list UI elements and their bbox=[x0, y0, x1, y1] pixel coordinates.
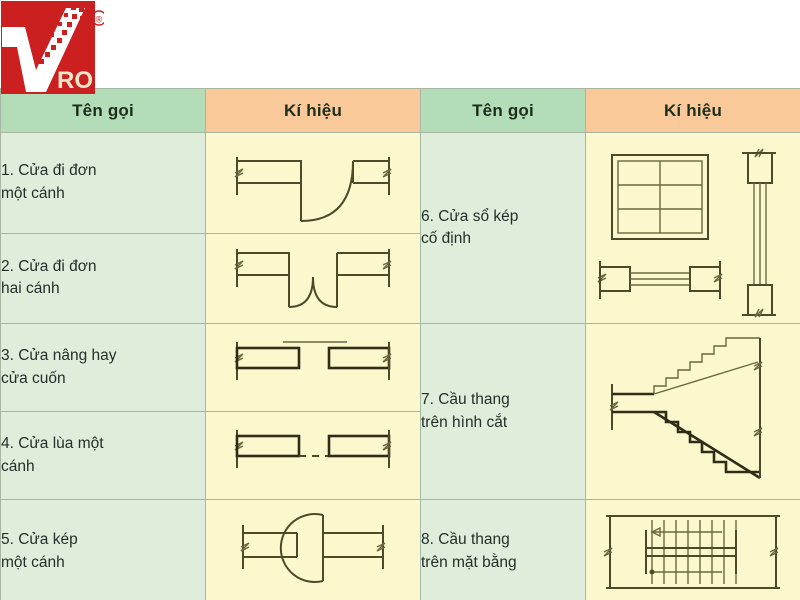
table-header-row: Tên gọi Kí hiệu Tên gọi Kí hiệu bbox=[0, 88, 800, 133]
table-row: 4. Cửa lùa một cánh bbox=[0, 411, 800, 500]
header-name-left: Tên gọi bbox=[0, 88, 206, 133]
table-row: 3. Cửa nâng hay cửa cuốn 7. Cầu thang tr… bbox=[0, 323, 800, 500]
row-label-3: 3. Cửa nâng hay cửa cuốn bbox=[0, 323, 206, 412]
fixed-double-window-icon bbox=[597, 148, 776, 318]
single-swing-door-icon bbox=[234, 156, 392, 222]
rolling-door-icon bbox=[234, 340, 392, 380]
row-symbol-4-sliding-door bbox=[205, 411, 421, 500]
logo-text: RO bbox=[57, 67, 93, 94]
row-symbol-5-double-acting-door bbox=[205, 499, 421, 600]
row-symbol-7-stair-section bbox=[585, 323, 800, 500]
row-label-7: 7. Cầu thang trên hình cắt bbox=[420, 323, 586, 500]
row-label-8: 8. Cầu thang trên mặt bằng bbox=[420, 499, 586, 600]
header-name-right: Tên gọi bbox=[420, 88, 586, 133]
row-symbol-8-stair-plan bbox=[585, 499, 800, 600]
architectural-symbols-table: Tên gọi Kí hiệu Tên gọi Kí hiệu 1. Cửa đ… bbox=[0, 88, 800, 600]
row-label-2: 2. Cửa đi đơn hai cánh bbox=[0, 232, 206, 325]
sliding-door-icon bbox=[234, 429, 392, 468]
double-swing-door-icon bbox=[234, 249, 392, 309]
row-symbol-2-double-swing-door bbox=[205, 232, 421, 325]
stair-plan-icon bbox=[603, 514, 780, 589]
stair-section-icon bbox=[609, 336, 763, 479]
row-label-6: 6. Cửa sổ kép cố định bbox=[420, 132, 586, 324]
table-row: 2. Cửa đi đơn hai cánh bbox=[0, 232, 800, 325]
registered-mark: ® bbox=[96, 15, 103, 25]
row-label-4: 4. Cửa lùa một cánh bbox=[0, 411, 206, 500]
table-row: 1. Cửa đi đơn một cánh bbox=[0, 132, 800, 324]
header-symbol-left: Kí hiệu bbox=[205, 88, 421, 133]
header-symbol-right: Kí hiệu bbox=[585, 88, 800, 133]
row-symbol-1-single-swing-door bbox=[205, 132, 421, 234]
vro-logo: RO ® bbox=[0, 0, 104, 98]
row-label-5: 5. Cửa kép một cánh bbox=[0, 499, 206, 600]
row-symbol-6-fixed-double-window bbox=[585, 132, 800, 324]
row-symbol-3-rolling-door bbox=[205, 323, 421, 412]
double-acting-door-icon bbox=[240, 512, 386, 583]
table-row: 5. Cửa kép một cánh bbox=[0, 499, 800, 600]
row-label-1: 1. Cửa đi đơn một cánh bbox=[0, 132, 206, 234]
